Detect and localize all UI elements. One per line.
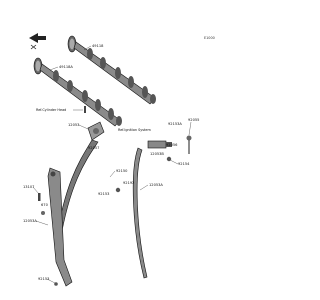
label-sensor-92150: 92150 — [116, 169, 128, 173]
label-chain-92057: 92057 — [88, 146, 99, 150]
label-pin-92153: 92153 — [98, 192, 109, 196]
label-sensor-92192: 92192 — [123, 181, 134, 185]
label-tensioner: 12053 — [68, 123, 79, 127]
bolt-icon — [84, 106, 86, 113]
bolt-icon — [54, 282, 58, 286]
label-ring-92056: 92056 — [166, 143, 178, 147]
parts-diagram: E1000 49118 49118A Ref.Cylinder Hea — [23, 33, 215, 287]
label-tensioner-arm: 12053A — [23, 219, 37, 223]
diagram-code: E1000 — [204, 36, 215, 40]
bolt-icon — [166, 156, 172, 162]
camshaft-upper — [67, 35, 156, 105]
bolt-icon — [38, 193, 41, 201]
chain-guide-front — [132, 147, 148, 279]
label-bolt-92153: 92153 — [38, 277, 49, 281]
label-plug-92154: 92154 — [178, 162, 190, 166]
front-arrow-icon — [29, 33, 46, 50]
cam-chain-tensioner — [87, 121, 105, 141]
bolt-icon — [115, 187, 121, 193]
ref-cylinder-head: Ref.Cylinder Head — [36, 108, 66, 112]
label-camshaft-upper: 49118 — [92, 44, 104, 48]
label-cover-92055: 92055 — [188, 118, 199, 122]
pickup-sensor — [147, 135, 192, 154]
label-washer-670: 670 — [41, 203, 49, 207]
camshaft-lower — [33, 57, 122, 127]
label-bolt-13107: 13107 — [23, 185, 34, 189]
tensioner-arm — [47, 167, 73, 287]
label-guide-rear: 12053A — [149, 183, 163, 187]
label-screw-92153a: 92153A — [168, 122, 182, 126]
label-guide-front: 12053B — [150, 152, 164, 156]
washer-icon — [41, 211, 45, 215]
ref-ignition-system: Ref.Ignition System — [118, 128, 151, 132]
label-camshaft-lower: 49118A — [59, 65, 73, 69]
